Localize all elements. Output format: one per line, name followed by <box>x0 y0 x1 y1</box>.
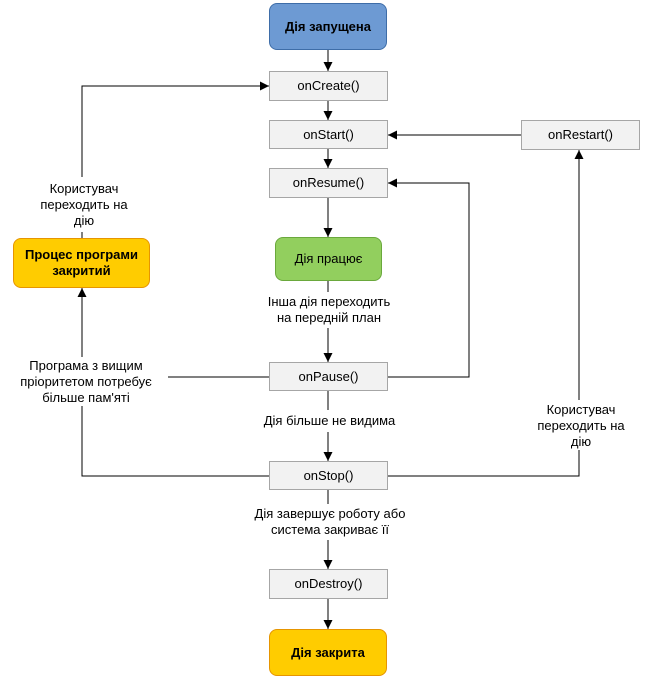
activity-launched-node: Дія запущена <box>269 3 387 50</box>
activity-running-label: Дія працює <box>294 251 363 266</box>
onresume-node: onResume() <box>269 168 388 198</box>
arrow-process-killed-to-oncreate <box>81 81 269 177</box>
ondestroy-node: onDestroy() <box>269 569 388 599</box>
onstop-label: onStop() <box>303 467 354 483</box>
arrow-onstop-to-onrestart <box>388 447 580 477</box>
onstart-node: onStart() <box>269 120 388 149</box>
onpause-node: onPause() <box>269 362 388 391</box>
onrestart-label: onRestart() <box>547 127 614 142</box>
edge-label-higher-priority-app: Програма з вищим пріоритетом потребує бі… <box>4 358 168 406</box>
edge-label-another-activity-foreground: Інша дія переходить на передній план <box>260 294 398 326</box>
activity-launched-label: Дія запущена <box>285 18 371 34</box>
oncreate-label: onCreate() <box>297 78 360 93</box>
arrow-onpause-to-onresume <box>388 178 470 378</box>
edge-label-activity-not-visible: Дія більше не видима <box>250 413 409 429</box>
onstart-label: onStart() <box>303 126 354 142</box>
onstop-node: onStop() <box>269 461 388 490</box>
activity-shutdown-node: Дія закрита <box>269 629 387 676</box>
onpause-label: onPause() <box>298 368 359 384</box>
process-killed-node: Процес програми закритий <box>13 238 150 288</box>
onrestart-node: onRestart() <box>521 120 640 150</box>
activity-shutdown-label: Дія закрита <box>291 644 365 660</box>
edge-label-activity-finishing: Дія завершує роботу або система закриває… <box>243 506 417 538</box>
onresume-label: onResume() <box>292 175 365 190</box>
edge-label-user-navigates-right: Користувач переходить на дію <box>527 402 635 450</box>
activity-running-node: Дія працює <box>275 237 382 281</box>
process-killed-label: Процес програми закритий <box>24 247 139 278</box>
edge-label-user-navigates-left: Користувач переходить на дію <box>30 181 138 229</box>
arrow-onstop-to-process-killed <box>81 404 269 477</box>
oncreate-node: onCreate() <box>269 71 388 101</box>
ondestroy-label: onDestroy() <box>294 576 363 591</box>
